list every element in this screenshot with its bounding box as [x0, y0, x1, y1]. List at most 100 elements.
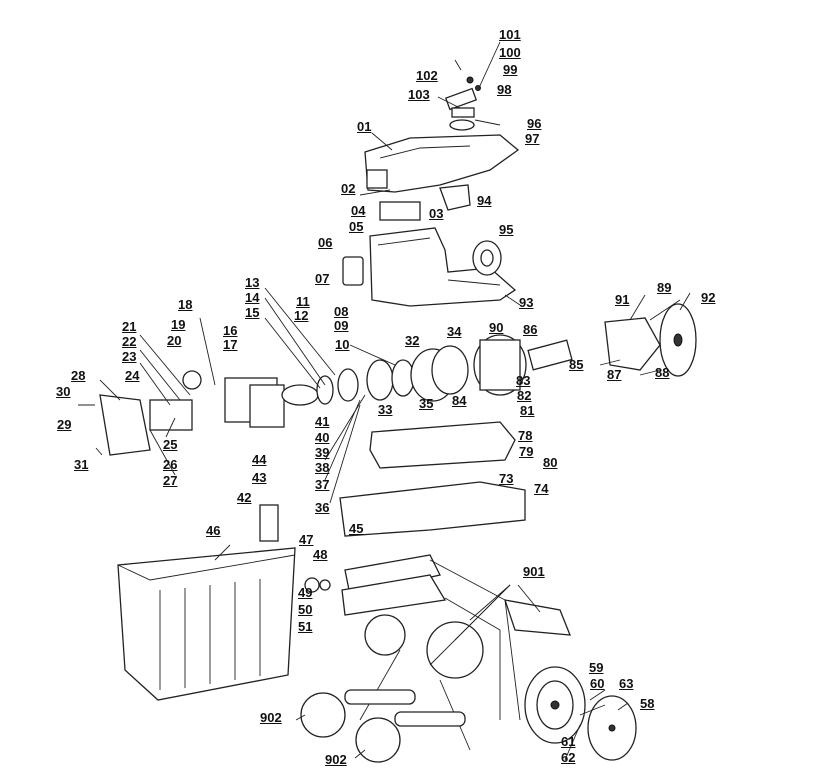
callout-35: 35 [419, 396, 434, 411]
callout-12: 12 [294, 308, 309, 323]
callout-60: 60 [590, 676, 605, 691]
callout-101: 101 [499, 27, 521, 42]
callout-62: 62 [561, 750, 576, 765]
callout-48: 48 [313, 547, 328, 562]
callout-13: 13 [245, 275, 260, 290]
callout-79: 79 [519, 444, 534, 459]
callout-25: 25 [163, 437, 178, 452]
callout-63: 63 [619, 676, 634, 691]
clip-03 [439, 184, 471, 211]
callout-47: 47 [299, 532, 314, 547]
detail-902-a [300, 692, 346, 738]
tube-bottom [394, 711, 466, 727]
callout-94: 94 [477, 193, 492, 208]
callout-902-a: 902 [260, 710, 282, 725]
callout-37: 37 [315, 477, 330, 492]
callout-34: 34 [447, 324, 462, 339]
ring-33 [366, 359, 394, 401]
callout-88: 88 [655, 365, 670, 380]
rail-901 [504, 599, 571, 636]
callout-30: 30 [56, 384, 71, 399]
callout-10: 10 [335, 337, 350, 352]
callout-05: 05 [349, 219, 364, 234]
callout-78: 78 [518, 428, 533, 443]
callout-16: 16 [223, 323, 238, 338]
callout-43: 43 [252, 470, 267, 485]
bracket-42 [259, 504, 279, 542]
wheel-center-frame [426, 621, 484, 679]
clip-04 [379, 201, 421, 221]
leader-lines [99, 41, 691, 761]
callout-87: 87 [607, 367, 622, 382]
callout-03: 03 [429, 206, 444, 221]
callout-73: 73 [499, 471, 514, 486]
callout-38: 38 [315, 460, 330, 475]
callout-100: 100 [499, 45, 521, 60]
callout-61: 61 [561, 734, 576, 749]
callout-46: 46 [206, 523, 221, 538]
gearbox [224, 375, 334, 428]
callout-86: 86 [523, 322, 538, 337]
callout-04: 04 [351, 203, 366, 218]
callout-08: 08 [334, 304, 349, 319]
tray-78 [369, 421, 516, 469]
tube-top [344, 689, 416, 705]
callout-40: 40 [315, 430, 330, 445]
armature-85 [527, 339, 573, 371]
collection-box-46 [117, 547, 296, 701]
callout-24: 24 [125, 368, 140, 383]
callout-80: 80 [543, 455, 558, 470]
disc-10 [337, 368, 359, 402]
callout-02: 02 [341, 181, 356, 196]
callout-45: 45 [349, 521, 364, 536]
callout-42: 42 [237, 490, 252, 505]
callout-902-b: 902 [325, 752, 347, 767]
wheel-left-frame [364, 614, 406, 656]
top-cover [364, 134, 520, 193]
callout-18: 18 [178, 297, 193, 312]
callout-95: 95 [499, 222, 514, 237]
callout-91: 91 [615, 292, 630, 307]
washer-49 [304, 577, 320, 593]
callout-83: 83 [516, 373, 531, 388]
callout-07: 07 [315, 271, 330, 286]
callout-103: 103 [408, 87, 430, 102]
knob-95 [472, 240, 502, 276]
callout-74: 74 [534, 481, 549, 496]
callout-27: 27 [163, 473, 178, 488]
callout-82: 82 [517, 388, 532, 403]
callout-49: 49 [298, 585, 313, 600]
base-74 [339, 481, 526, 537]
side-cover-29 [99, 394, 151, 456]
callout-59: 59 [589, 660, 604, 675]
callout-11: 11 [296, 294, 310, 309]
callout-85: 85 [569, 357, 584, 372]
hubcap-58 [587, 695, 637, 761]
callout-50: 50 [298, 602, 313, 617]
main-housing [369, 227, 517, 307]
callout-84: 84 [452, 393, 467, 408]
endcap-91 [604, 317, 661, 371]
callout-14: 14 [245, 290, 260, 305]
callout-22: 22 [122, 334, 137, 349]
callout-01: 01 [357, 119, 372, 134]
callout-33: 33 [378, 402, 393, 417]
callout-23: 23 [122, 349, 137, 364]
callout-15: 15 [245, 305, 260, 320]
callout-29: 29 [57, 417, 72, 432]
callout-32: 32 [405, 333, 420, 348]
switch-assembly [444, 59, 481, 131]
callout-98: 98 [497, 82, 512, 97]
callout-36: 36 [315, 500, 330, 515]
callout-20: 20 [167, 333, 182, 348]
plate-24 [149, 399, 193, 431]
capacitor-06 [342, 256, 364, 286]
callout-31: 31 [74, 457, 89, 472]
callout-06: 06 [318, 235, 333, 250]
motor-90 [473, 334, 527, 396]
callout-89: 89 [657, 280, 672, 295]
callout-90: 90 [489, 320, 504, 335]
callout-97: 97 [525, 131, 540, 146]
callout-92: 92 [701, 290, 716, 305]
